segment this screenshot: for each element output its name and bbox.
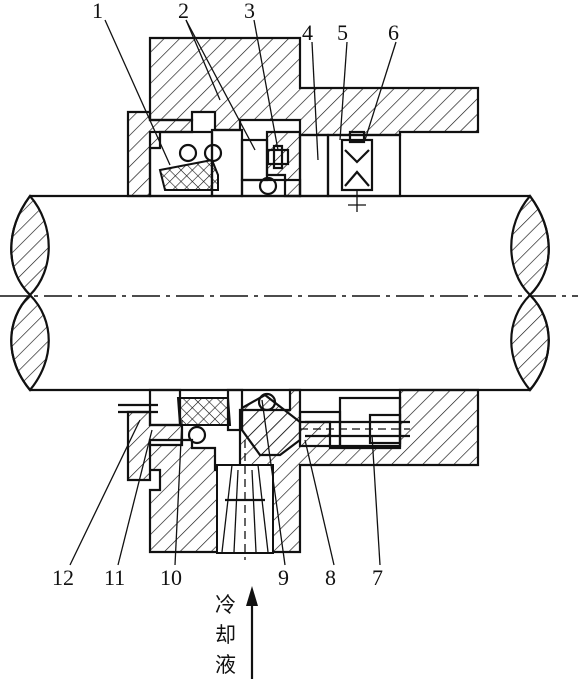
- shaft: [10, 194, 550, 392]
- label-5: 5: [337, 20, 348, 45]
- label-1: 1: [92, 0, 103, 23]
- coolant-char-2: 却: [215, 623, 236, 647]
- label-7: 7: [372, 565, 383, 590]
- o-rings-lower: [187, 392, 277, 445]
- coolant-char-1: 冷: [215, 593, 236, 617]
- pins-lower: [118, 403, 410, 438]
- label-11: 11: [104, 565, 125, 590]
- label-12: 12: [52, 565, 74, 590]
- coolant-channel: [216, 440, 274, 560]
- o-rings-upper: [178, 143, 278, 196]
- part-labels: 1 2 3 4 5 6 12 11 10 9 8 7: [52, 0, 399, 590]
- gland-inner-lower: [148, 388, 402, 457]
- label-2: 2: [178, 0, 189, 23]
- label-9: 9: [278, 565, 289, 590]
- leader-lines: [69, 19, 397, 566]
- coolant-inlet-arrow: [246, 586, 258, 679]
- coolant-char-3: 液: [215, 653, 236, 677]
- label-10: 10: [160, 565, 182, 590]
- coolant-label: 冷 却 液: [215, 593, 236, 677]
- label-8: 8: [325, 565, 336, 590]
- spring-upper: [340, 130, 374, 212]
- label-3: 3: [244, 0, 255, 23]
- label-6: 6: [388, 20, 399, 45]
- label-4: 4: [302, 20, 313, 45]
